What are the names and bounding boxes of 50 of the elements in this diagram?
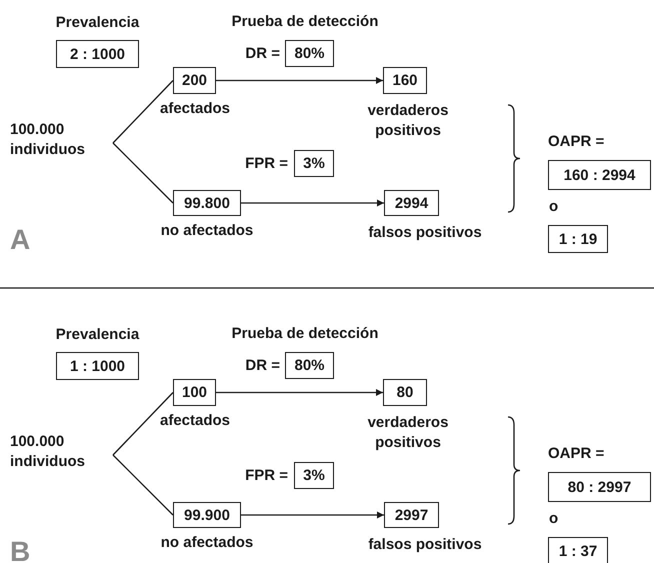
value-box: 1 : 1000 [56, 352, 139, 380]
arrow [241, 512, 384, 518]
value-box: 3% [294, 150, 334, 177]
value-box: 200 [173, 67, 216, 94]
value-box: 1 : 19 [548, 225, 608, 253]
section-heading: Prueba de detección [230, 12, 380, 32]
node-caption: FPR = [244, 466, 288, 486]
node-caption: DR = [244, 44, 280, 64]
node-caption: falsos positivos [367, 535, 483, 555]
value-box: 2994 [384, 190, 439, 216]
branch-line [112, 80, 174, 144]
value-box: 80% [285, 352, 334, 379]
value-box: 160 : 2994 [548, 160, 651, 190]
heading: Prevalencia [54, 325, 140, 345]
value-box: 1 : 37 [548, 537, 608, 563]
value-box: 99.800 [173, 190, 241, 216]
value-box: 2 : 1000 [56, 40, 139, 68]
panel-letter: A [10, 226, 32, 254]
heading: Prevalencia [54, 13, 140, 33]
branch-line [112, 392, 174, 456]
value-box: 100 [173, 379, 216, 406]
node-caption: no afectados [160, 221, 254, 241]
value-box: 99.900 [173, 502, 241, 528]
arrow [216, 389, 383, 396]
node-caption: afectados [158, 99, 232, 119]
node-caption: verdaderos positivos [366, 101, 450, 141]
branch-line [112, 454, 174, 516]
node-caption: no afectados [160, 533, 254, 553]
node-caption: FPR = [244, 154, 288, 174]
branch-line [112, 142, 174, 204]
node-caption: falsos positivos [367, 223, 483, 243]
section-heading: Prueba de detección [230, 324, 380, 344]
arrow [216, 77, 383, 84]
population-text: 100.000 individuos [10, 432, 110, 472]
value-box: 160 [383, 67, 427, 94]
node-caption: OAPR = [548, 132, 606, 152]
node-caption: DR = [244, 356, 280, 376]
conjunction-text: o [549, 509, 560, 529]
node-caption: OAPR = [548, 444, 606, 464]
population-text: 100.000 individuos [10, 120, 110, 160]
node-caption: afectados [158, 411, 232, 431]
conjunction-text: o [549, 197, 560, 217]
value-box: 80% [285, 40, 334, 67]
value-box: 3% [294, 462, 334, 489]
value-box: 2997 [384, 502, 439, 528]
arrow [241, 200, 384, 206]
node-caption: verdaderos positivos [366, 413, 450, 453]
panel-letter: B [10, 538, 32, 563]
value-box: 80 : 2997 [548, 472, 651, 502]
value-box: 80 [383, 379, 427, 406]
